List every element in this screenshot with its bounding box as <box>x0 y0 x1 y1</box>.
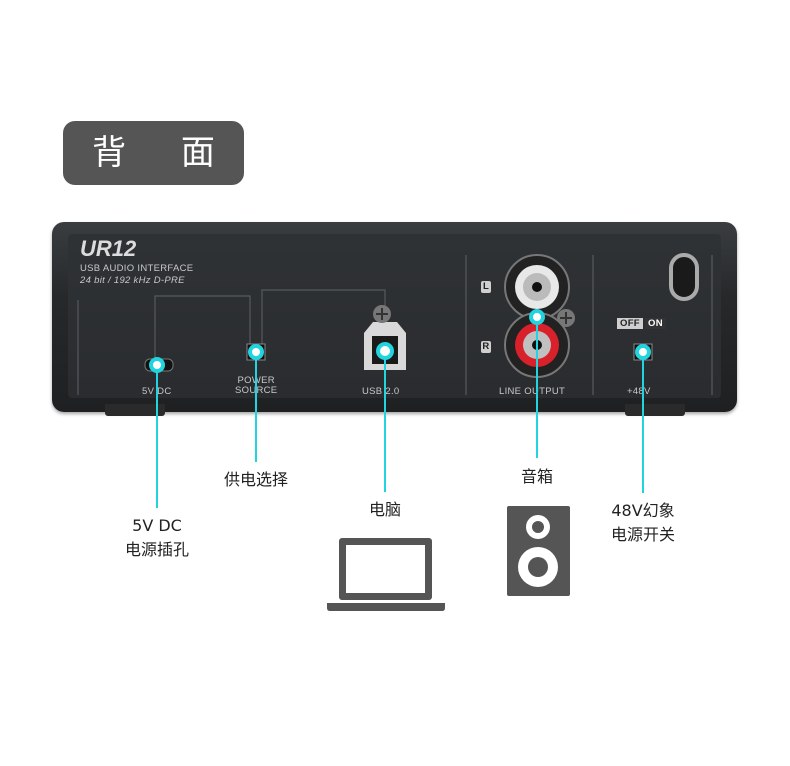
audio-interface-rear-panel <box>52 222 737 412</box>
label-switch-on: ON <box>645 318 666 329</box>
device-foot-left <box>105 404 165 416</box>
callout-power-select: 供电选择 <box>223 470 288 489</box>
callout-speaker: 音箱 <box>520 467 553 486</box>
rca-jack-left <box>504 254 570 320</box>
callout-phantom-power: 48V幻象 电源开关 <box>610 501 675 544</box>
section-title-badge: 背 面 <box>63 121 244 185</box>
device-spec: 24 bit / 192 kHz D-PRE <box>80 275 185 286</box>
label-phantom: +48V <box>627 386 651 397</box>
laptop-icon <box>327 538 445 611</box>
device-foot-right <box>625 404 685 416</box>
label-channel-r: R <box>481 341 491 353</box>
security-slot <box>669 253 699 301</box>
device-model-logo: UR12 <box>80 236 137 261</box>
speaker-icon <box>507 506 570 596</box>
callout-markers <box>149 309 651 373</box>
callout-dc-jack: 5V DC 电源插孔 <box>124 516 189 559</box>
screw-icon <box>373 305 391 323</box>
screw-icon <box>557 309 575 327</box>
label-channel-l: L <box>481 281 491 293</box>
callout-lines <box>156 317 644 508</box>
label-line-output: LINE OUTPUT <box>499 386 566 397</box>
label-switch-off: OFF <box>617 318 643 329</box>
panel-dividers <box>77 255 713 395</box>
device-subtitle: USB AUDIO INTERFACE <box>80 263 194 274</box>
label-usb: USB 2.0 <box>362 386 400 397</box>
callout-computer: 电脑 <box>368 500 401 519</box>
faceplate <box>68 234 721 398</box>
